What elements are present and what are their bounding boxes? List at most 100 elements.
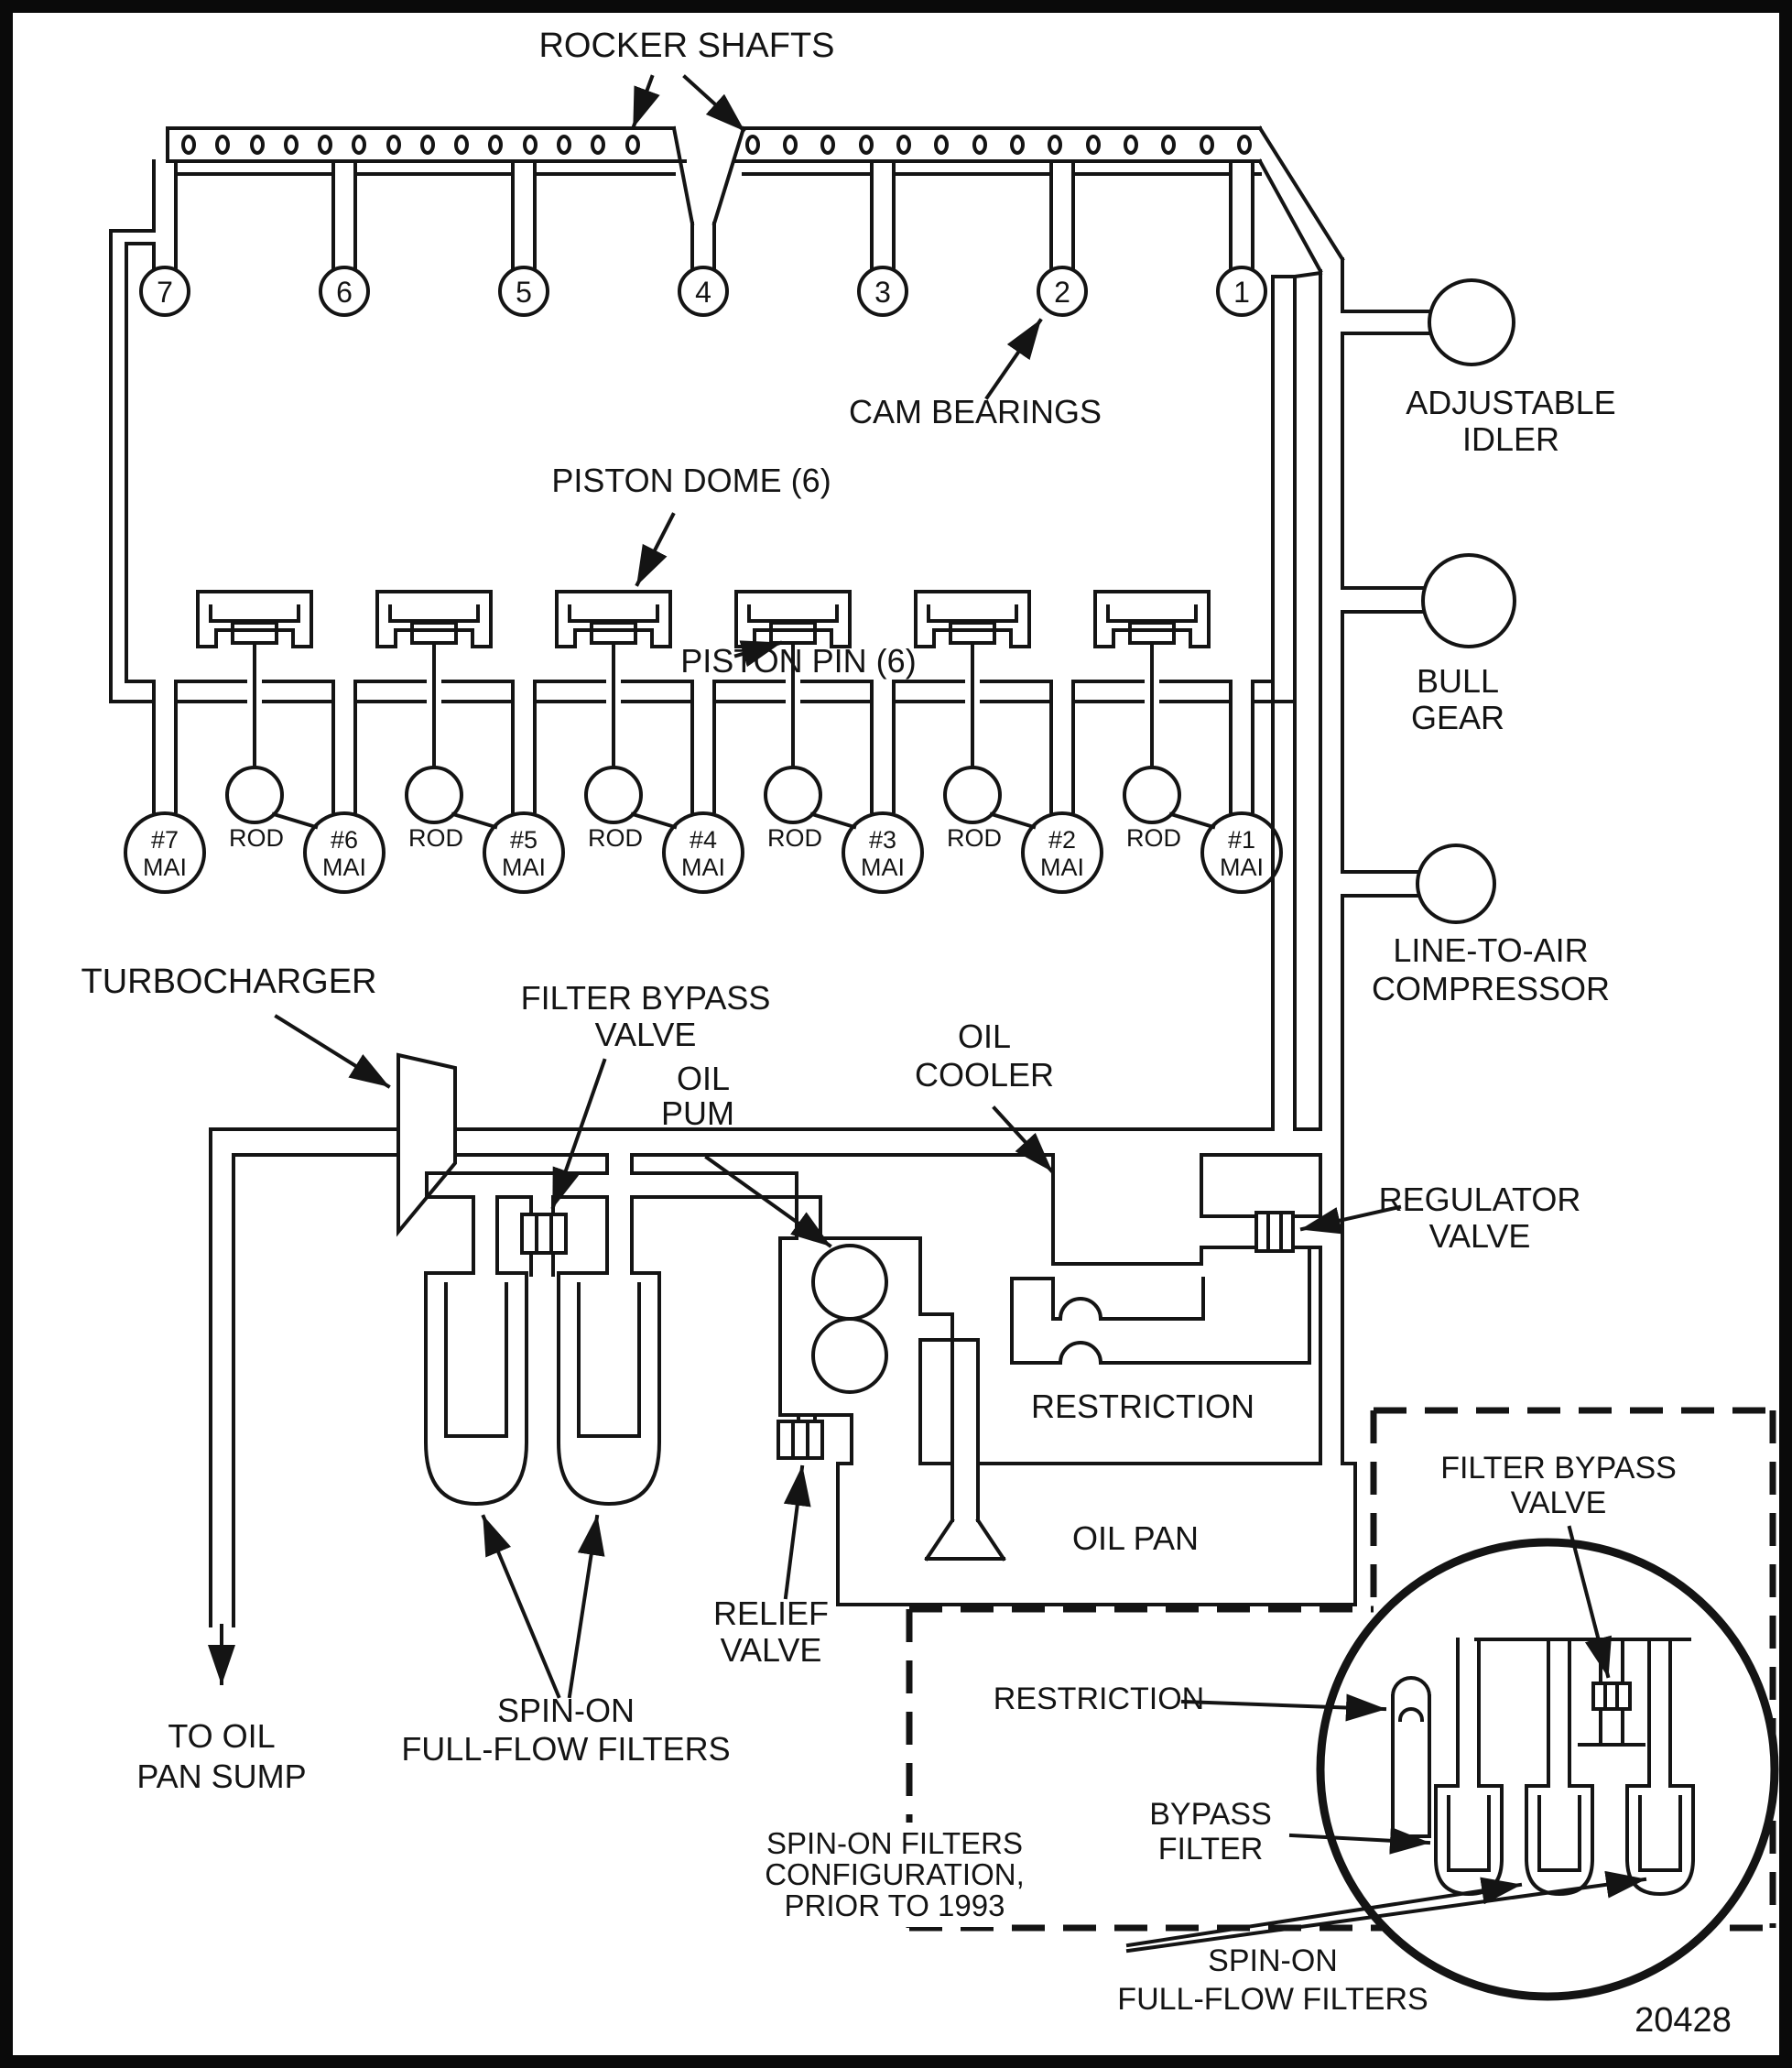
- to-oil-pan-sump-label-2: PAN SUMP: [136, 1758, 306, 1795]
- inset-caption-line-3: PRIOR TO 1993: [785, 1888, 1005, 1922]
- oil-cooler-label: OIL: [958, 1018, 1011, 1055]
- cam-bearing-number: 1: [1233, 276, 1250, 309]
- main-bearing-number: #1: [1228, 826, 1255, 854]
- piston-dome-label: PISTON DOME (6): [551, 462, 831, 499]
- cam-bearing-number: 6: [336, 276, 353, 309]
- main-bearing-label: MAI: [681, 854, 725, 881]
- piston-pin-arrow: [733, 640, 783, 668]
- engine-block: [109, 229, 1297, 1131]
- cam-bearing-number: 3: [874, 276, 891, 309]
- oil-pump-gear-lower: [811, 1317, 888, 1394]
- callout-arrows: [274, 74, 1647, 1954]
- main-bearing-number: #5: [510, 826, 538, 854]
- inset-filter-bypass-valve-label-2: VALVE: [1511, 1486, 1607, 1520]
- air-compressor-label: LINE-TO-AIR: [1393, 931, 1588, 969]
- rocker-shafts-label: ROCKER SHAFTS: [538, 27, 834, 65]
- piston-dome-arrow: [635, 512, 676, 587]
- relief-valve-label-2: VALVE: [721, 1631, 822, 1669]
- air-compressor-label-2: COMPRESSOR: [1372, 970, 1610, 1007]
- filter-assembly: [424, 1153, 822, 1507]
- filter-bypass-valve-shape: [520, 1213, 568, 1255]
- oil-pan-shape: [836, 1462, 1357, 1606]
- relief-valve-arrow: [783, 1464, 811, 1600]
- oil-pickup-funnel: [918, 1312, 1006, 1562]
- pistons: [196, 590, 1211, 769]
- bull-gear-label-2: GEAR: [1411, 699, 1504, 736]
- inset-spin-on-arrow-2: [1125, 1870, 1647, 1954]
- filter-bypass-valve-label-2: VALVE: [595, 1016, 697, 1053]
- cam-bearings-arrow: [984, 318, 1043, 400]
- oil-pump-gear-upper: [811, 1244, 888, 1321]
- inset-bypass-filter-arrow: [1288, 1826, 1431, 1855]
- accessory-drive-pipes: [1319, 257, 1516, 1465]
- inset-filter-bypass-valve-arrow: [1567, 1525, 1612, 1679]
- relief-valve-shape: [777, 1413, 824, 1460]
- regulator-valve-shape: [1200, 1211, 1322, 1253]
- piston-pin-label: PISTON PIN (6): [680, 642, 916, 680]
- rod-label: ROD: [1126, 824, 1181, 852]
- rod-label: ROD: [408, 824, 463, 852]
- oil-pump-label-2: PUM: [661, 1094, 734, 1132]
- air-compressor-circle: [1416, 844, 1496, 924]
- rocker-shaft-assembly: [152, 125, 1345, 279]
- adjustable-idler-circle: [1428, 278, 1515, 366]
- inset-bypass-filter-label: BYPASS: [1149, 1797, 1272, 1832]
- to-oil-pan-sump-label: TO OIL: [168, 1717, 275, 1755]
- labels: ROCKER SHAFTS CAM BEARINGS PISTON DOME (…: [81, 27, 1731, 2040]
- main-bearing-number: #4: [690, 826, 717, 854]
- cam-bearing-number: 7: [157, 276, 173, 309]
- main-bearing-label: MAI: [143, 854, 187, 881]
- spin-on-filters-label-2: FULL-FLOW FILTERS: [401, 1730, 730, 1768]
- oil-cooler-arrow: [992, 1105, 1054, 1173]
- rod-label: ROD: [767, 824, 822, 852]
- spin-on-filter-1: [424, 1271, 528, 1507]
- oil-cooler-label-2: COOLER: [915, 1056, 1054, 1094]
- oil-pump-label: OIL: [677, 1060, 730, 1097]
- cam-bearing-number: 5: [516, 276, 532, 309]
- turbocharger-arrow: [274, 1014, 391, 1089]
- main-bearing-number: #7: [151, 826, 179, 854]
- main-bearing-number: #3: [869, 826, 896, 854]
- turbocharger-label: TURBOCHARGER: [81, 963, 376, 1001]
- rod-label: ROD: [229, 824, 284, 852]
- spin-on-filters-label: SPIN-ON: [497, 1692, 635, 1729]
- spin-on-filters-arrow-1: [481, 1514, 561, 1699]
- inset-spin-on-filter-1: [1525, 1784, 1594, 1897]
- main-bearing-label: MAI: [1040, 854, 1084, 881]
- rocker-shaft-oil-holes: [181, 135, 1252, 155]
- main-bearing-label: MAI: [322, 854, 366, 881]
- inset-filter-bypass-valve-label: FILTER BYPASS: [1440, 1451, 1677, 1486]
- inset-bypass-filter-label-2: FILTER: [1158, 1832, 1264, 1867]
- inset-caption-line-2: CONFIGURATION,: [765, 1857, 1025, 1891]
- adjustable-idler-label: ADJUSTABLE: [1406, 384, 1615, 421]
- main-bearing-label: MAI: [502, 854, 546, 881]
- restriction-shape: [1010, 1247, 1311, 1366]
- spin-on-filters-arrow-2: [567, 1514, 605, 1699]
- adjustable-idler-label-2: IDLER: [1462, 420, 1559, 458]
- inset-boundary: [906, 1407, 1776, 1932]
- main-bearing-number: #2: [1048, 826, 1076, 854]
- rod-label: ROD: [947, 824, 1002, 852]
- oil-pan-label: OIL PAN: [1072, 1519, 1199, 1557]
- main-bearing-label: MAI: [861, 854, 905, 881]
- restriction-label: RESTRICTION: [1031, 1388, 1254, 1425]
- inset-spin-on-filters-label: SPIN-ON: [1208, 1943, 1338, 1978]
- filter-bypass-valve-arrow: [550, 1058, 607, 1210]
- inset-restriction-label: RESTRICTION: [994, 1682, 1204, 1716]
- turbocharger-shape: [396, 1052, 457, 1237]
- oil-pump-arrow: [704, 1155, 832, 1248]
- oil-pump: [778, 1171, 922, 1465]
- inset-spin-on-filters-label-2: FULL-FLOW FILTERS: [1117, 1982, 1428, 2017]
- main-bearing-number: #6: [331, 826, 358, 854]
- rod-label: ROD: [588, 824, 643, 852]
- spin-on-filter-2: [557, 1271, 661, 1507]
- inset-caption-line-1: SPIN-ON FILTERS: [766, 1826, 1023, 1860]
- bull-gear-label: BULL: [1417, 662, 1499, 700]
- caption-backdrop: [786, 1823, 1004, 1927]
- figure-number: 20428: [1635, 2001, 1732, 2040]
- main-bearing-label: MAI: [1220, 854, 1264, 881]
- cam-bearing-number: 2: [1054, 276, 1070, 309]
